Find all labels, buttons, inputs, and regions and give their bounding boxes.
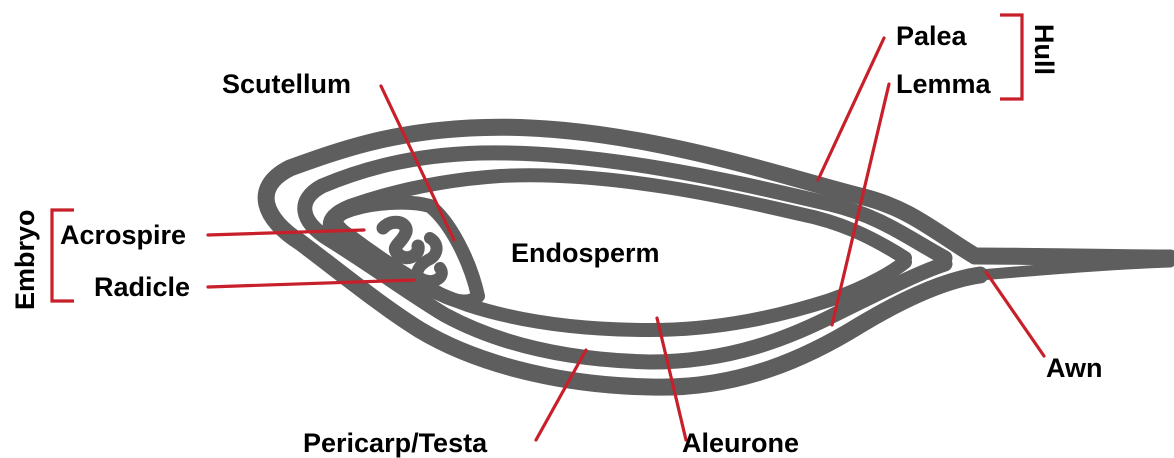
endosperm-label: Endosperm	[511, 238, 660, 268]
scutellum-label: Scutellum	[222, 69, 351, 99]
lemma-label: Lemma	[896, 69, 992, 99]
pericarp-testa-label: Pericarp/Testa	[303, 428, 488, 458]
hull-bracket	[1000, 15, 1022, 99]
awn-leader	[986, 272, 1044, 356]
palea-leader	[818, 38, 884, 180]
acrospire-label: Acrospire	[60, 220, 186, 250]
embryo-label: Embryo	[10, 209, 40, 310]
awn-label: Awn	[1046, 353, 1103, 383]
radicle-label: Radicle	[94, 272, 190, 302]
palea-label: Palea	[896, 21, 968, 51]
aleurone-label: Aleurone	[682, 428, 799, 458]
pericarp-testa-leader	[536, 350, 586, 440]
awn-outline	[975, 256, 1170, 258]
acrospire-shape	[383, 222, 418, 257]
hull-label: Hull	[1029, 24, 1059, 75]
